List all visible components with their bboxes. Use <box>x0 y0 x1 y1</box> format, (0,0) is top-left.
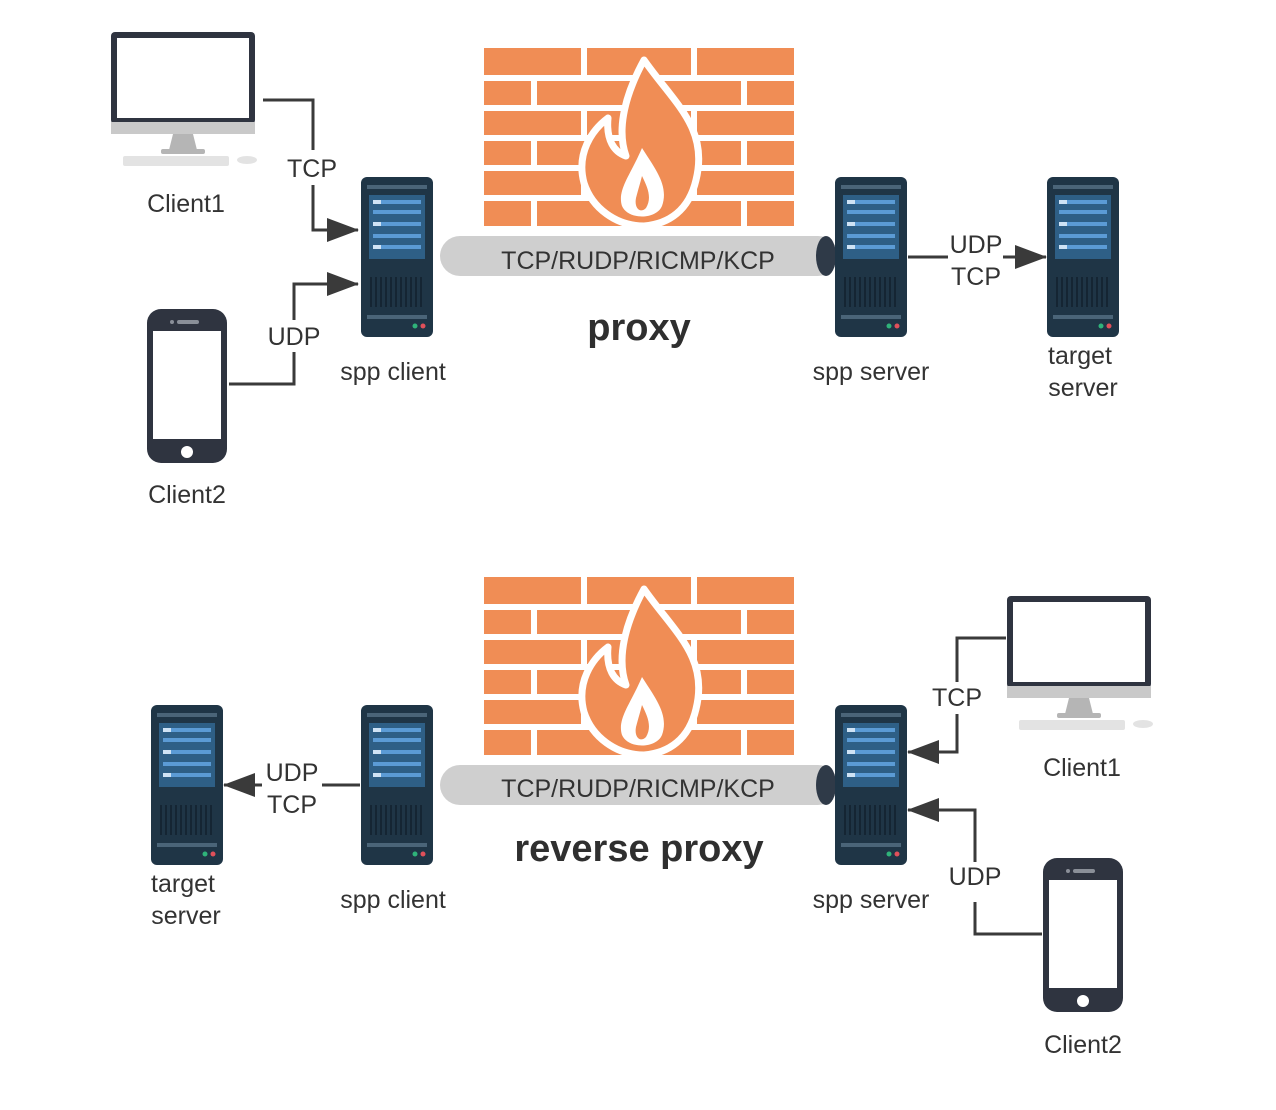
client1-protocol-label: TCP <box>932 684 982 712</box>
client1-connector <box>955 636 1006 682</box>
spp-server-label: spp server <box>813 886 930 914</box>
target-protocol-udp: UDP <box>266 759 319 787</box>
target-protocol-tcp: TCP <box>267 791 317 819</box>
proxy-section: TCP/RUDP/RICMP/KCP proxy Client1 Client2… <box>111 32 1120 509</box>
section-title: reverse proxy <box>514 828 763 870</box>
client1-connector <box>263 98 315 150</box>
client2-protocol-label: UDP <box>268 323 321 351</box>
client1-arrow <box>311 185 359 242</box>
client1-label: Client1 <box>147 190 225 218</box>
client2-connector <box>229 352 296 386</box>
firewall-icon <box>484 577 794 755</box>
client2-label: Client2 <box>148 481 226 509</box>
spp-server-label: spp server <box>813 358 930 386</box>
target-protocol-udp: UDP <box>950 231 1003 259</box>
server-rack-icon <box>1046 176 1120 338</box>
server-rack-icon <box>360 176 434 338</box>
server-rack-icon <box>834 176 908 338</box>
target-server-label-line1: target <box>1048 342 1112 370</box>
tunnel-protocols-label: TCP/RUDP/RICMP/KCP <box>501 247 775 275</box>
server-rack-icon <box>834 704 908 866</box>
target-server-label-line2: server <box>151 902 220 930</box>
smartphone-icon <box>147 309 227 463</box>
client2-arrow <box>907 798 977 862</box>
desktop-computer-icon <box>111 32 257 166</box>
target-protocol-tcp: TCP <box>951 263 1001 291</box>
target-server-label-line1: target <box>151 870 215 898</box>
target-server-label-line2: server <box>1048 374 1117 402</box>
client2-connector <box>973 902 1042 936</box>
spp-client-label: spp client <box>340 358 446 386</box>
spp-client-label: spp client <box>340 886 446 914</box>
client1-arrow <box>907 714 959 764</box>
client2-protocol-label: UDP <box>949 863 1002 891</box>
tunnel: TCP/RUDP/RICMP/KCP <box>440 765 838 805</box>
firewall-icon <box>484 48 794 226</box>
desktop-computer-icon <box>1007 596 1153 730</box>
server-rack-icon <box>360 704 434 866</box>
client1-protocol-label: TCP <box>287 155 337 183</box>
tunnel: TCP/RUDP/RICMP/KCP <box>440 236 838 276</box>
smartphone-icon <box>1043 858 1123 1012</box>
tunnel-protocols-label: TCP/RUDP/RICMP/KCP <box>501 775 775 803</box>
reverse-proxy-section: TCP/RUDP/RICMP/KCP reverse proxy target … <box>150 577 1153 1059</box>
server-rack-icon <box>150 704 224 866</box>
client1-label: Client1 <box>1043 754 1121 782</box>
client2-label: Client2 <box>1044 1031 1122 1059</box>
section-title: proxy <box>587 307 690 349</box>
client2-arrow <box>292 272 359 320</box>
